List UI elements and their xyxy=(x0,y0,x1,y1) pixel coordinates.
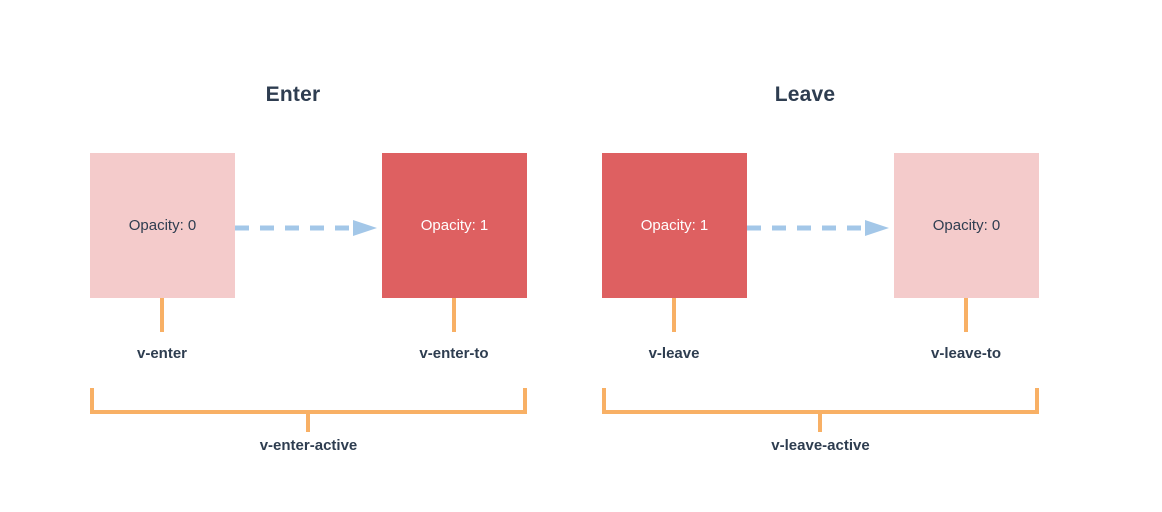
class-label-v-enter-active: v-enter-active xyxy=(259,437,358,454)
state-box-opacity-label: Opacity: 0 xyxy=(932,217,1001,234)
bracket-stem-enter xyxy=(306,414,310,432)
bracket-stem-leave xyxy=(818,414,822,432)
state-box-opacity-label: Opacity: 1 xyxy=(420,217,489,234)
transition-arrow-enter xyxy=(235,218,382,238)
bracket-bar xyxy=(90,410,527,414)
bracket-bar xyxy=(602,410,1039,414)
state-box-v-leave-to: Opacity: 0 xyxy=(894,153,1039,298)
bracket-arm-left xyxy=(602,388,606,414)
state-box-v-enter: Opacity: 0 xyxy=(90,153,235,298)
connector-stem-v-leave xyxy=(672,298,676,332)
group-title-enter: Enter xyxy=(265,83,321,106)
class-label-v-leave-to: v-leave-to xyxy=(930,345,1002,362)
state-box-opacity-label: Opacity: 1 xyxy=(640,217,709,234)
class-label-v-leave: v-leave xyxy=(648,345,700,362)
state-box-v-enter-to: Opacity: 1 xyxy=(382,153,527,298)
bracket-arm-left xyxy=(90,388,94,414)
connector-stem-v-leave-to xyxy=(964,298,968,332)
connector-stem-v-enter xyxy=(160,298,164,332)
class-label-v-leave-active: v-leave-active xyxy=(771,437,870,454)
bracket-arm-right xyxy=(523,388,527,414)
active-bracket-leave xyxy=(602,388,1039,414)
class-label-v-enter: v-enter xyxy=(136,345,188,362)
active-bracket-enter xyxy=(90,388,527,414)
connector-stem-v-enter-to xyxy=(452,298,456,332)
transition-group-leave: Leave Opacity: 1 Opacity: 0 v-leave v-le… xyxy=(570,0,1070,512)
group-title-leave: Leave xyxy=(774,83,836,106)
bracket-arm-right xyxy=(1035,388,1039,414)
state-box-v-leave: Opacity: 1 xyxy=(602,153,747,298)
class-label-v-enter-to: v-enter-to xyxy=(419,345,489,362)
transition-arrow-leave xyxy=(747,218,894,238)
transition-group-enter: Enter Opacity: 0 Opacity: 1 v-enter v-en… xyxy=(58,0,558,512)
state-box-opacity-label: Opacity: 0 xyxy=(128,217,197,234)
